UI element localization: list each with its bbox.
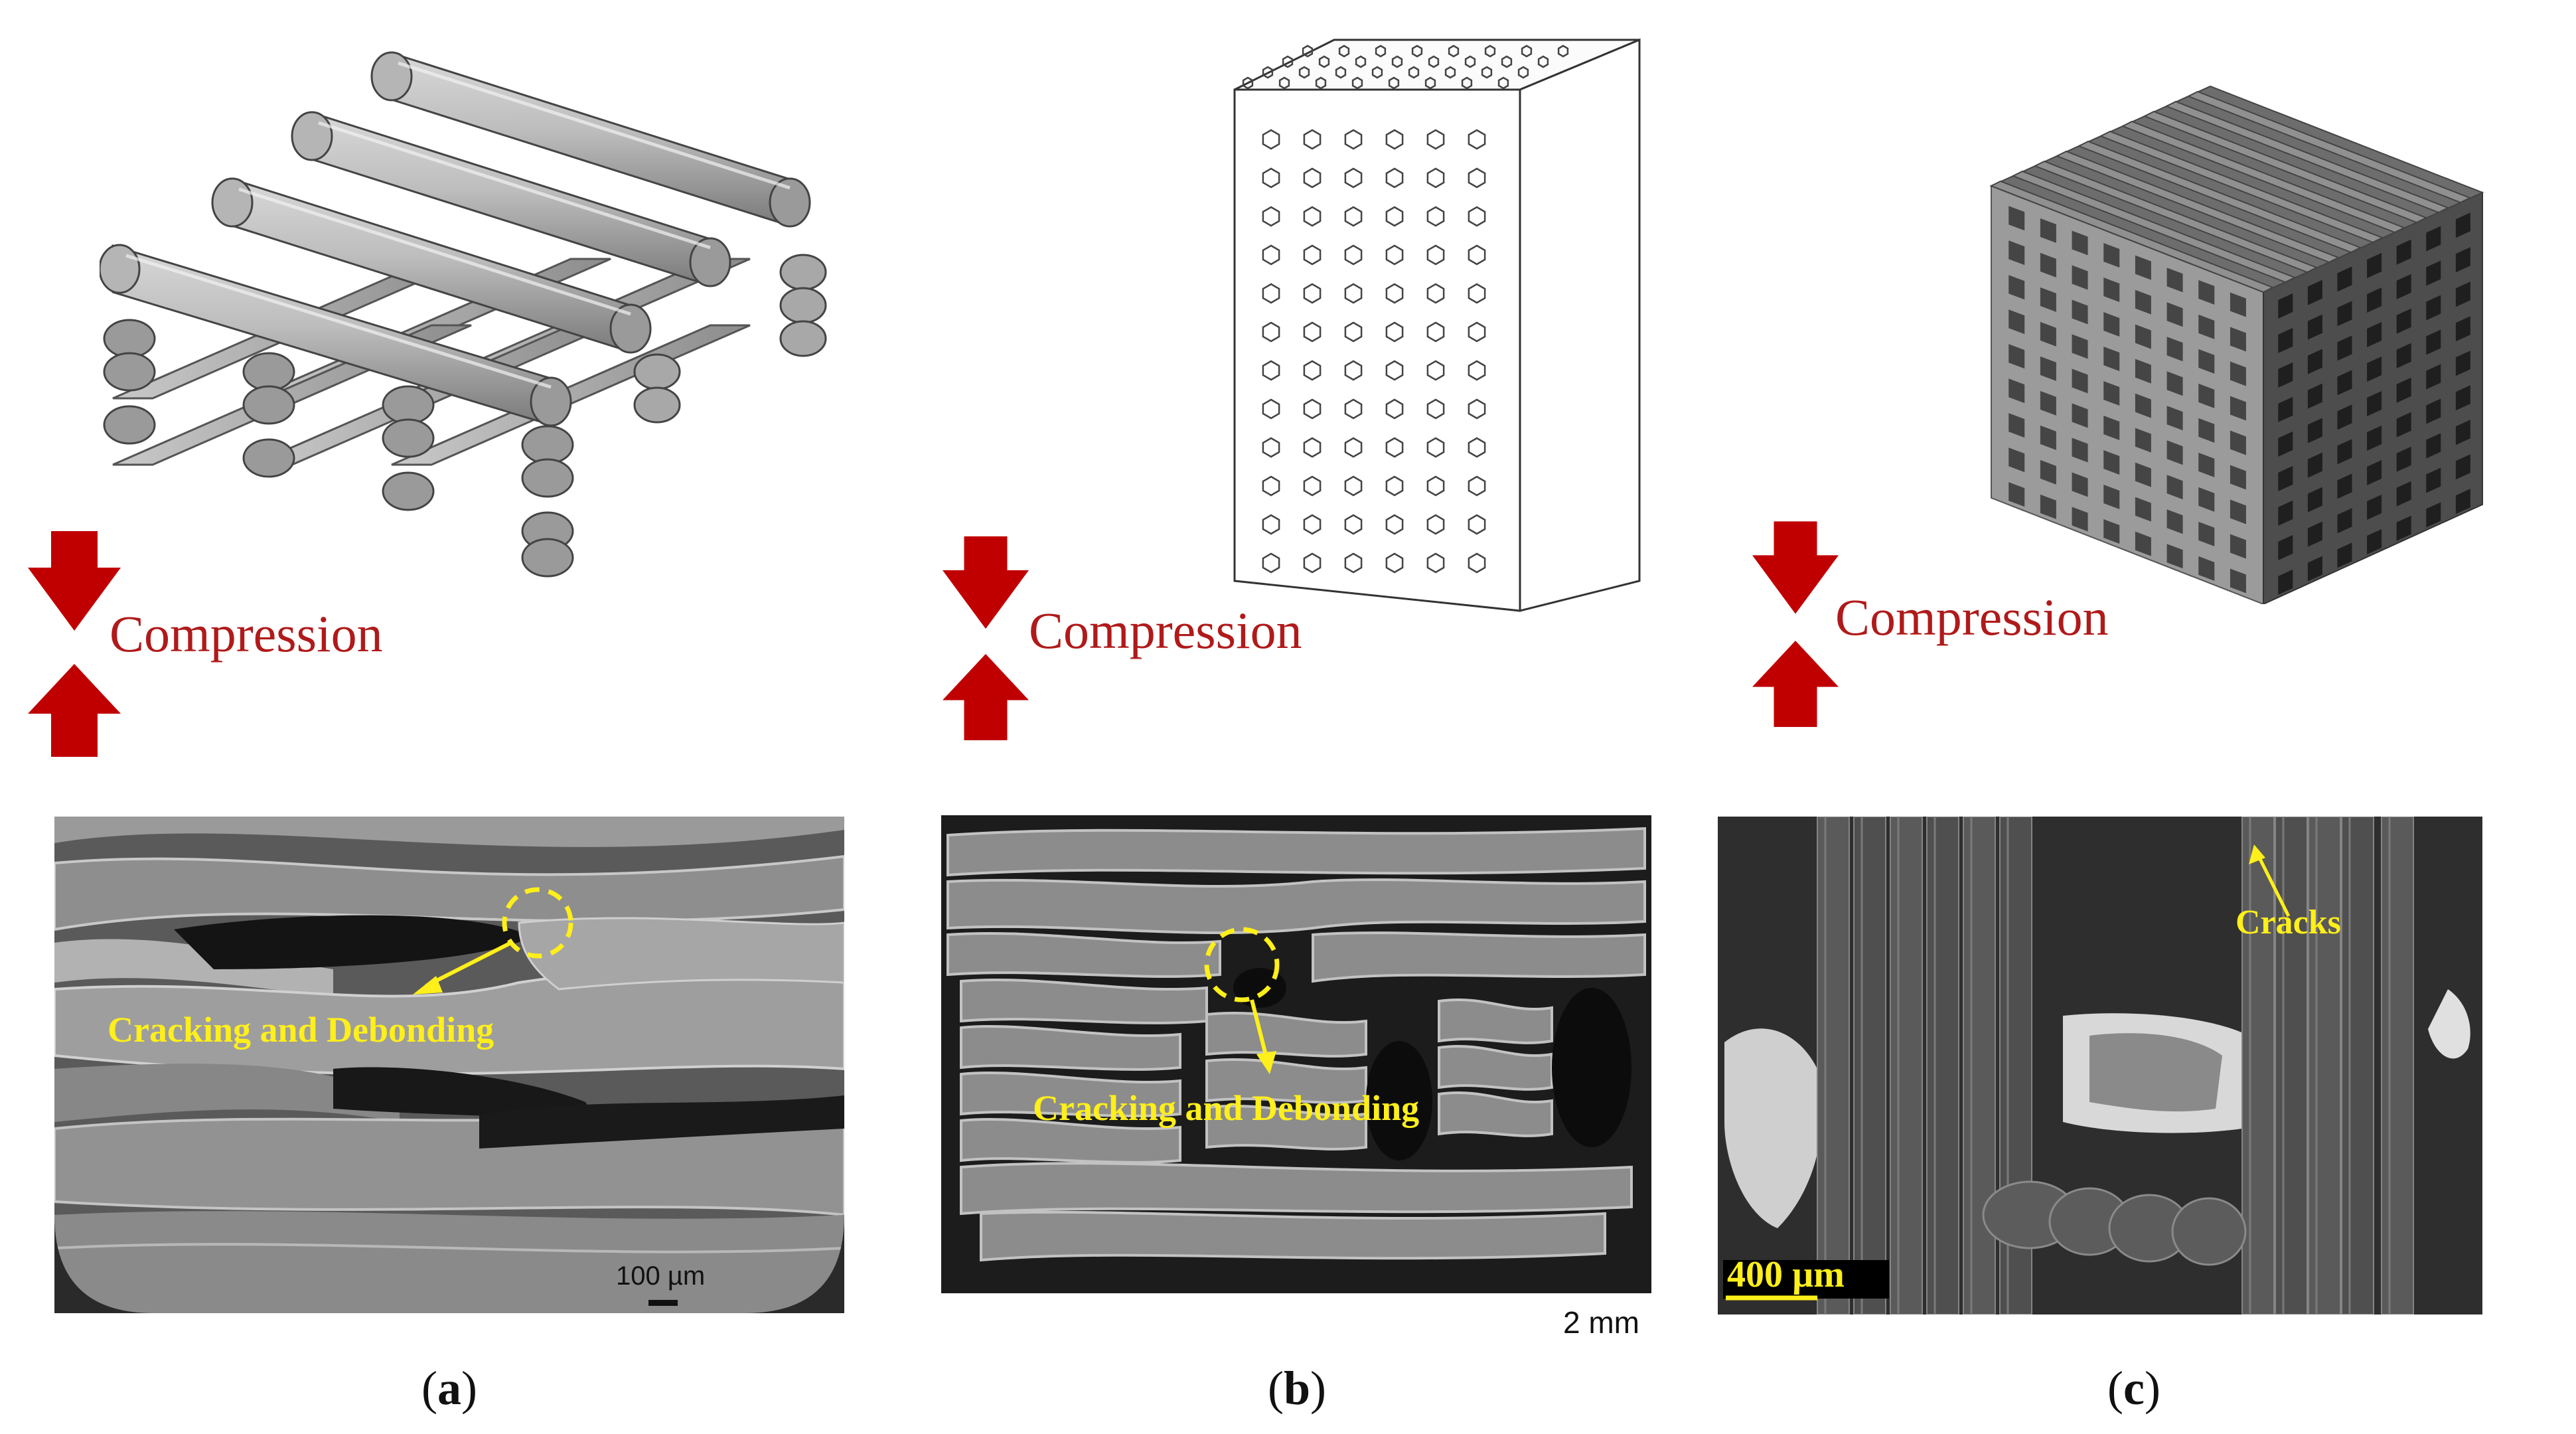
sem-image-b: Cracking and Debonding — [941, 815, 1651, 1293]
compression-up-arrow — [28, 664, 121, 757]
caption-c: (c) — [2107, 1362, 2160, 1415]
compression-label: Compression — [1029, 601, 1302, 659]
annotation-label-a: Cracking and Debonding — [108, 1010, 494, 1050]
logpile-scaffold-model — [100, 51, 827, 578]
sem-image-a: Cracking and Debonding 100 µm — [54, 817, 844, 1313]
caption-b: (b) — [1268, 1362, 1327, 1415]
scale-bar-label-a: 100 µm — [616, 1261, 706, 1291]
compression-down-arrow — [28, 531, 121, 631]
compression-label: Compression — [110, 605, 383, 663]
porous-block-model — [1208, 17, 1673, 614]
compression-up-arrow — [1752, 641, 1839, 727]
annotation-label-c: Cracks — [2235, 904, 2341, 941]
lattice-cube-model — [1989, 85, 2484, 604]
sem-image-c: Cracks 400 µm — [1718, 817, 2482, 1314]
annotation-label-b: Cracking and Debonding — [1033, 1088, 1420, 1128]
scale-bar-label-c: 400 µm — [1727, 1254, 1845, 1295]
compression-label: Compression — [1835, 588, 2109, 646]
compression-down-arrow — [943, 536, 1029, 629]
compression-up-arrow — [943, 654, 1029, 740]
caption-a: (a) — [421, 1362, 477, 1415]
compression-down-arrow — [1752, 521, 1839, 614]
scale-bar-label-b: 2 mm — [1563, 1305, 1639, 1340]
